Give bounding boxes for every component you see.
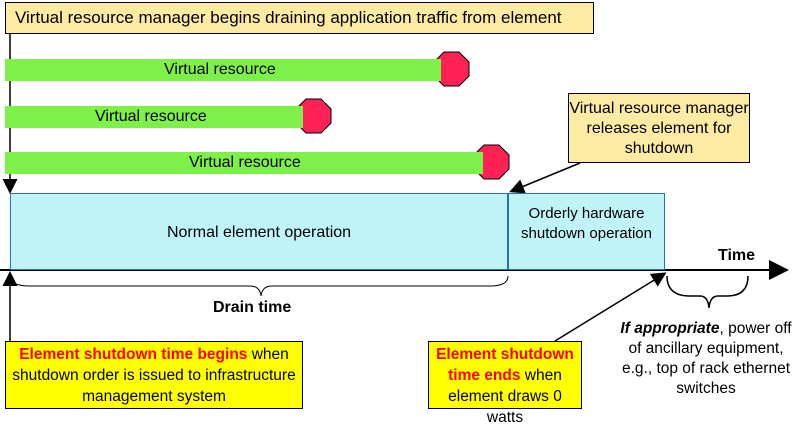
shutdown-ends-highlight: Element shutdown time ends [436,346,574,384]
release-element-callout: Virtual resource manager releases elemen… [568,93,750,163]
normal-operation-label: Normal element operation [166,224,352,241]
shutdown-begins-highlight: Element shutdown time begins [19,346,248,363]
normal-operation-box [10,193,508,270]
drain-time-brace [9,275,509,297]
virtual-resource-bar-2 [5,106,303,128]
orderly-shutdown-label: Orderly hardware shutdown operation [521,205,652,242]
shutdown-end-arrow [554,272,667,342]
power-off-brace [666,275,749,309]
drain-time-label: Drain time [213,299,292,316]
shutdown-ends-callout: Element shutdown time ends when element … [428,341,582,426]
virtual-resource-bar-3 [5,152,483,174]
time-axis-label: Time [718,247,756,264]
power-off-note: If appropriate, power off of ancillary e… [612,319,800,399]
drain-begins-callout: Virtual resource manager begins draining… [5,2,594,34]
virtual-resource-label-3: Virtual resource [189,154,301,171]
shutdown-begins-callout: Element shutdown time begins when shutdo… [5,341,303,409]
orderly-shutdown-box [508,193,665,270]
release-arrow [509,162,581,194]
power-off-text: , power off of ancillary equipment, e.g.… [621,320,792,397]
virtual-resource-bar-1 [5,59,441,81]
shutdown-begins-text: when shutdown order is issued to infrast… [12,346,296,405]
virtual-resource-label-1: Virtual resource [164,61,276,78]
virtual-resource-label-2: Virtual resource [95,108,207,125]
power-off-emphasis: If appropriate [620,320,720,337]
